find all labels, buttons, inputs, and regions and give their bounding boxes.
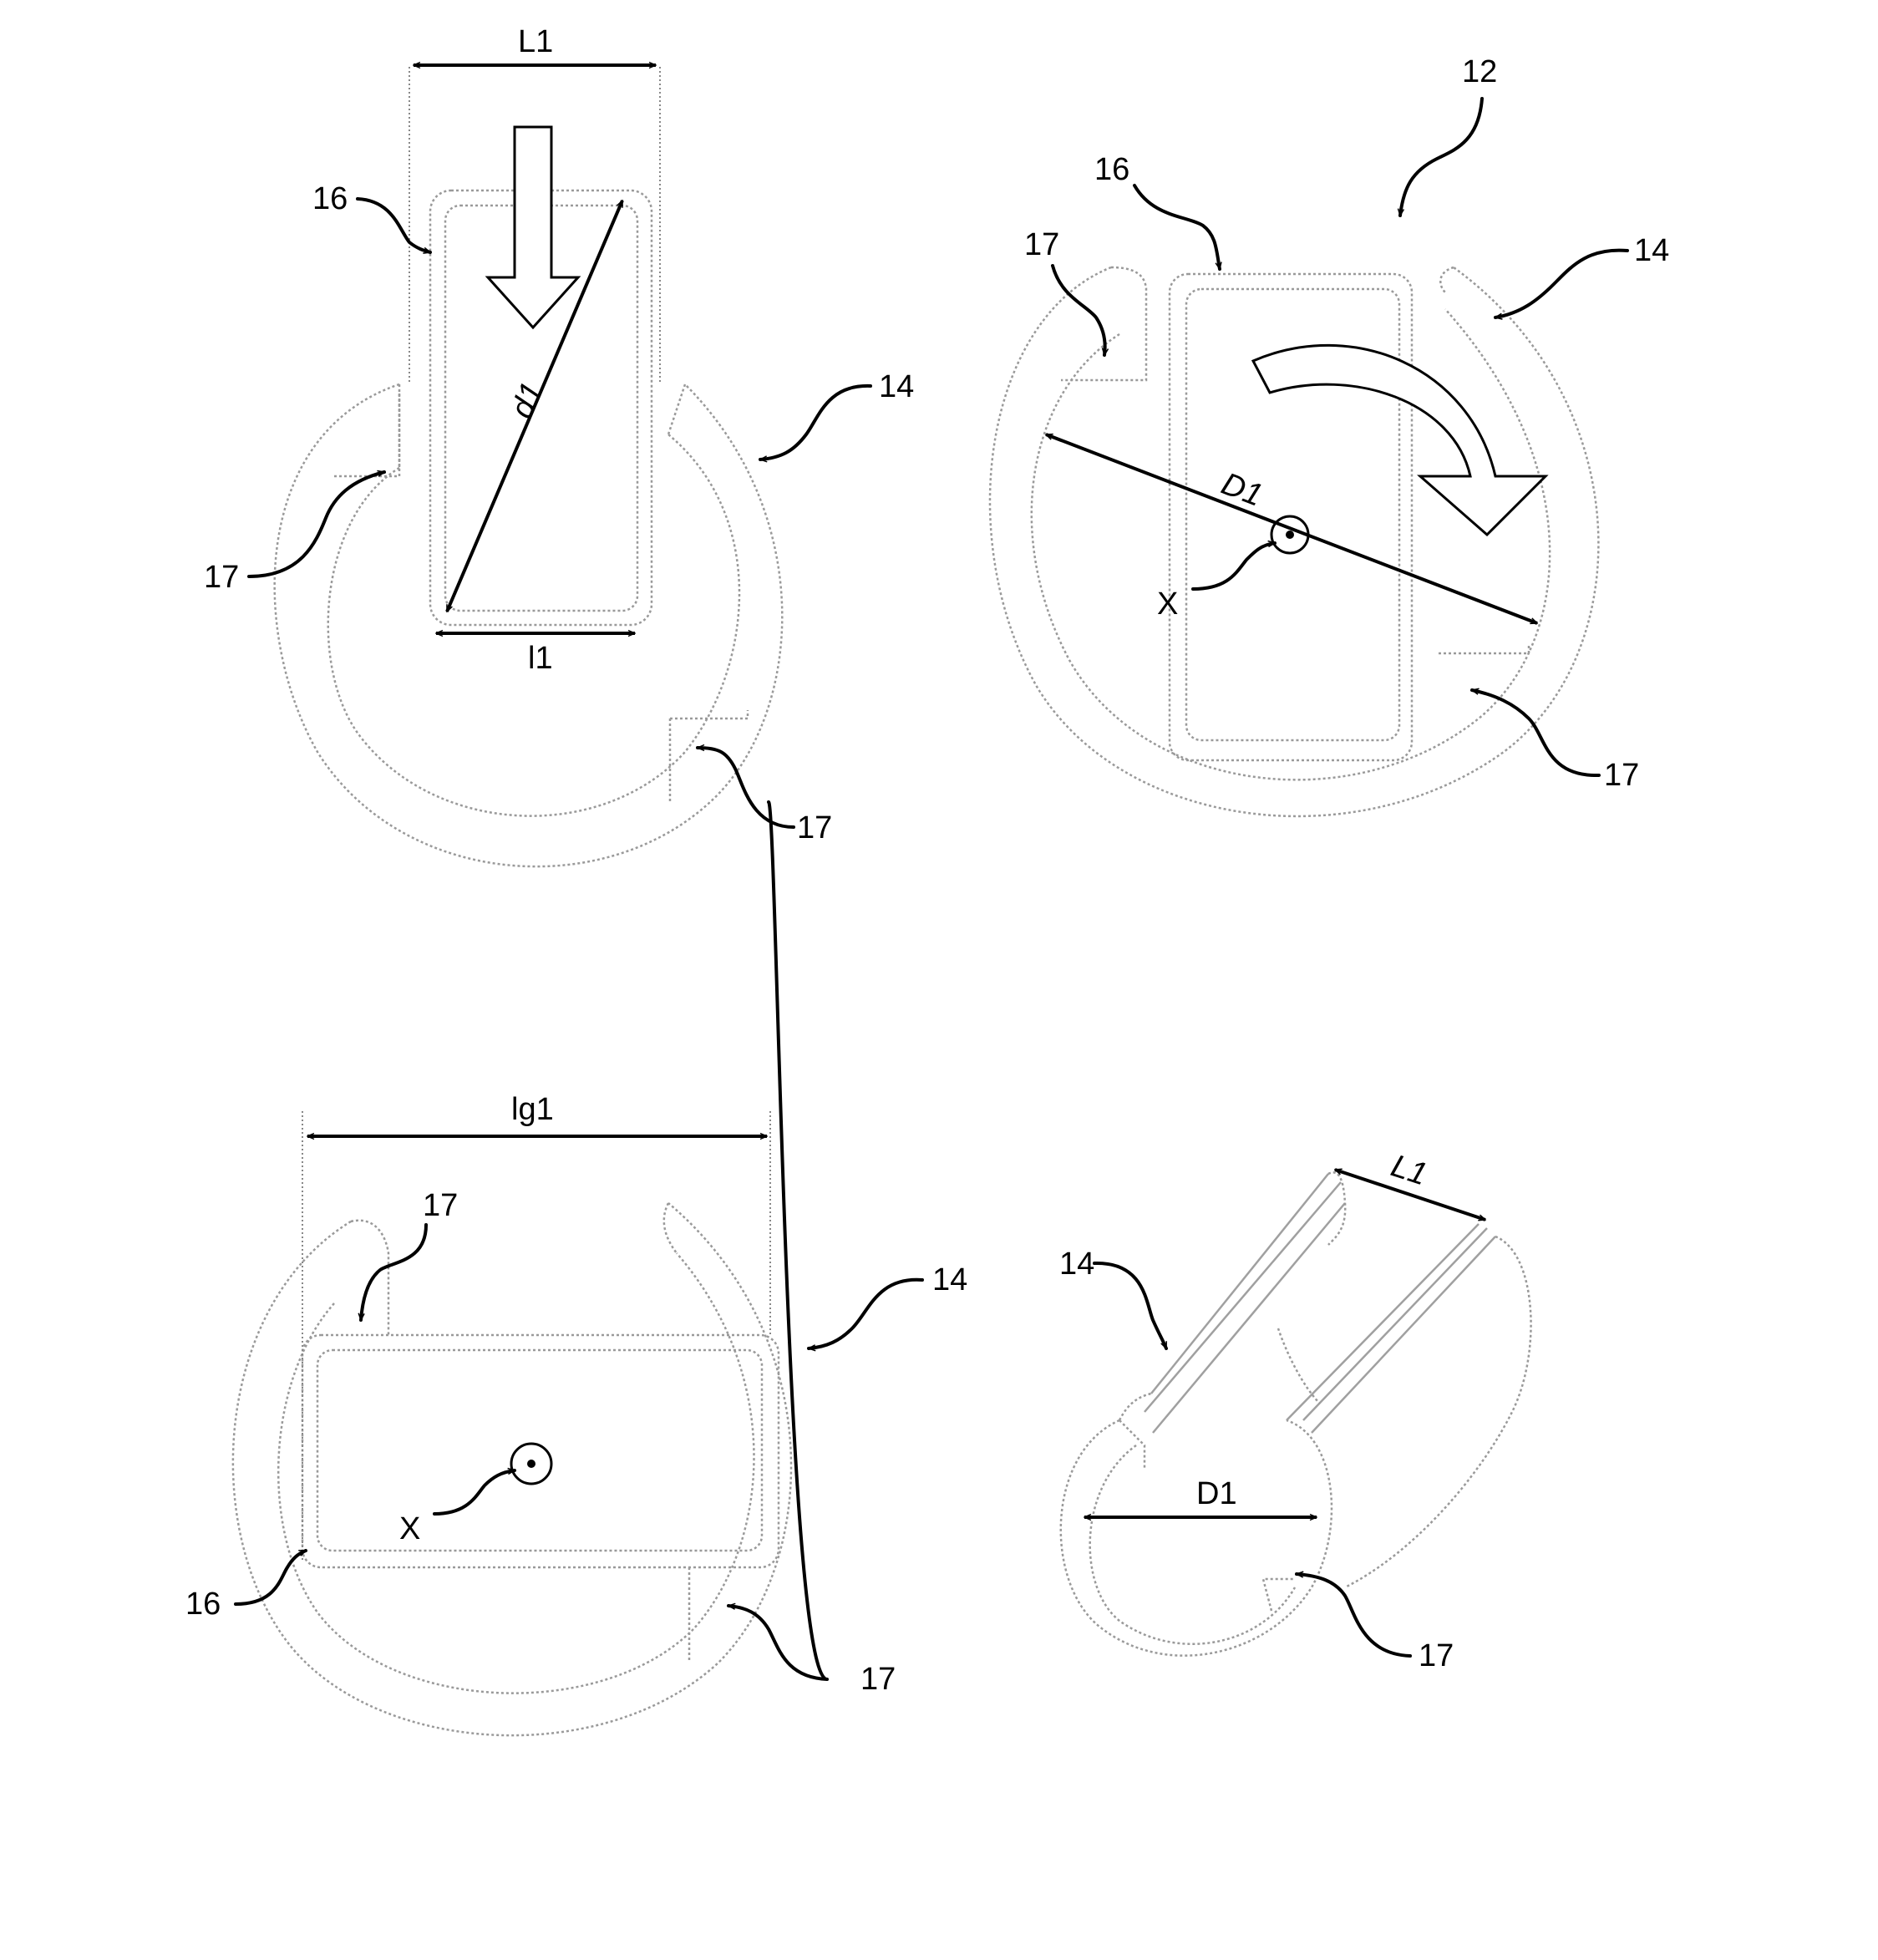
ridge-top-end (1328, 1172, 1345, 1245)
leader-step (1297, 1574, 1410, 1656)
leader-card (1134, 185, 1220, 269)
cylinder-back-end (1345, 1236, 1531, 1587)
ridge-line-3 (1153, 1203, 1345, 1433)
cylinder-front-face (1061, 1420, 1332, 1656)
leader-ring (809, 1280, 922, 1348)
ring-inner-contour (278, 1253, 754, 1693)
label-ref-card: 16 (312, 181, 348, 216)
label-ref-step-top: 17 (423, 1188, 458, 1223)
leader-step-right (1472, 690, 1599, 775)
view-bottom-left: lg1 X 17 14 16 17 (185, 802, 967, 1735)
leader-step-bottom (698, 748, 794, 827)
view-bottom-right: L1 D1 14 17 (1059, 1149, 1531, 1673)
ring-inner-contour (328, 434, 739, 816)
front-notch-top (1119, 1420, 1145, 1469)
label-ref-step-bottom: 17 (860, 1662, 896, 1697)
leader-assembly (1400, 99, 1482, 216)
label-dim-length: L1 (1387, 1149, 1431, 1193)
ring-outer-contour (275, 384, 783, 866)
label-dim-diameter: D1 (1196, 1476, 1237, 1511)
ring-end-left (1061, 267, 1146, 380)
label-dim-width: L1 (518, 24, 553, 59)
ring-step-left (334, 393, 399, 476)
edge-line-3 (1287, 1224, 1479, 1420)
insertion-arrow (488, 127, 578, 328)
view-top-left: L1 d1 l1 16 14 17 17 (204, 24, 914, 866)
label-ref-step-right: 17 (1604, 758, 1639, 793)
leader-ring (1094, 1263, 1166, 1348)
label-ref-assembly: 12 (1462, 54, 1497, 89)
front-notch-bottom (1263, 1579, 1295, 1611)
label-axis: X (1157, 586, 1178, 622)
ring-end-right (668, 384, 685, 434)
leader-ring (760, 386, 870, 460)
view-top-right: D1 X 12 16 17 14 17 (990, 54, 1669, 816)
leader-step-left (1053, 266, 1105, 355)
leader-axis (434, 1470, 515, 1514)
label-ref-ring: 14 (932, 1262, 967, 1297)
label-ref-step-left: 17 (204, 560, 239, 595)
cylinder-front-inner (1090, 1445, 1295, 1644)
dim-arrow-D1 (1046, 434, 1537, 623)
axis-dot (527, 1460, 535, 1468)
leader-step-left (249, 472, 384, 576)
label-dim-width: lg1 (511, 1092, 554, 1127)
card-outer (302, 1335, 779, 1567)
leader-axis (1193, 543, 1275, 589)
leader-ring (1495, 251, 1627, 317)
label-ref-step-bottom: 17 (797, 810, 832, 845)
label-dim-inner: l1 (528, 641, 553, 676)
axis-dot (1286, 531, 1294, 539)
ridge-line-1 (1151, 1174, 1328, 1394)
label-ref-ring: 14 (1059, 1247, 1094, 1282)
label-ref-ring: 14 (879, 369, 914, 404)
label-ref-card: 16 (185, 1587, 221, 1622)
ring-end-left (351, 1221, 388, 1335)
label-axis: X (399, 1511, 420, 1546)
label-ref-step-left: 17 (1024, 227, 1059, 262)
label-ref-card: 16 (1094, 152, 1129, 187)
ring-end-right (1440, 267, 1454, 292)
label-ref-ring: 14 (1634, 233, 1669, 268)
edge-line-2 (1312, 1236, 1495, 1433)
cylinder-lip-front (1119, 1394, 1151, 1420)
card-inner (317, 1350, 762, 1551)
leader-step-top (361, 1225, 426, 1320)
label-dim-diameter: D1 (1216, 466, 1266, 514)
ring-step-right (1439, 643, 1529, 653)
ring-end-right (664, 1203, 677, 1253)
edge-line-1 (1303, 1228, 1487, 1420)
leader-card (358, 199, 430, 252)
ridge-line-2 (1145, 1182, 1341, 1412)
label-ref-step: 17 (1419, 1638, 1454, 1673)
